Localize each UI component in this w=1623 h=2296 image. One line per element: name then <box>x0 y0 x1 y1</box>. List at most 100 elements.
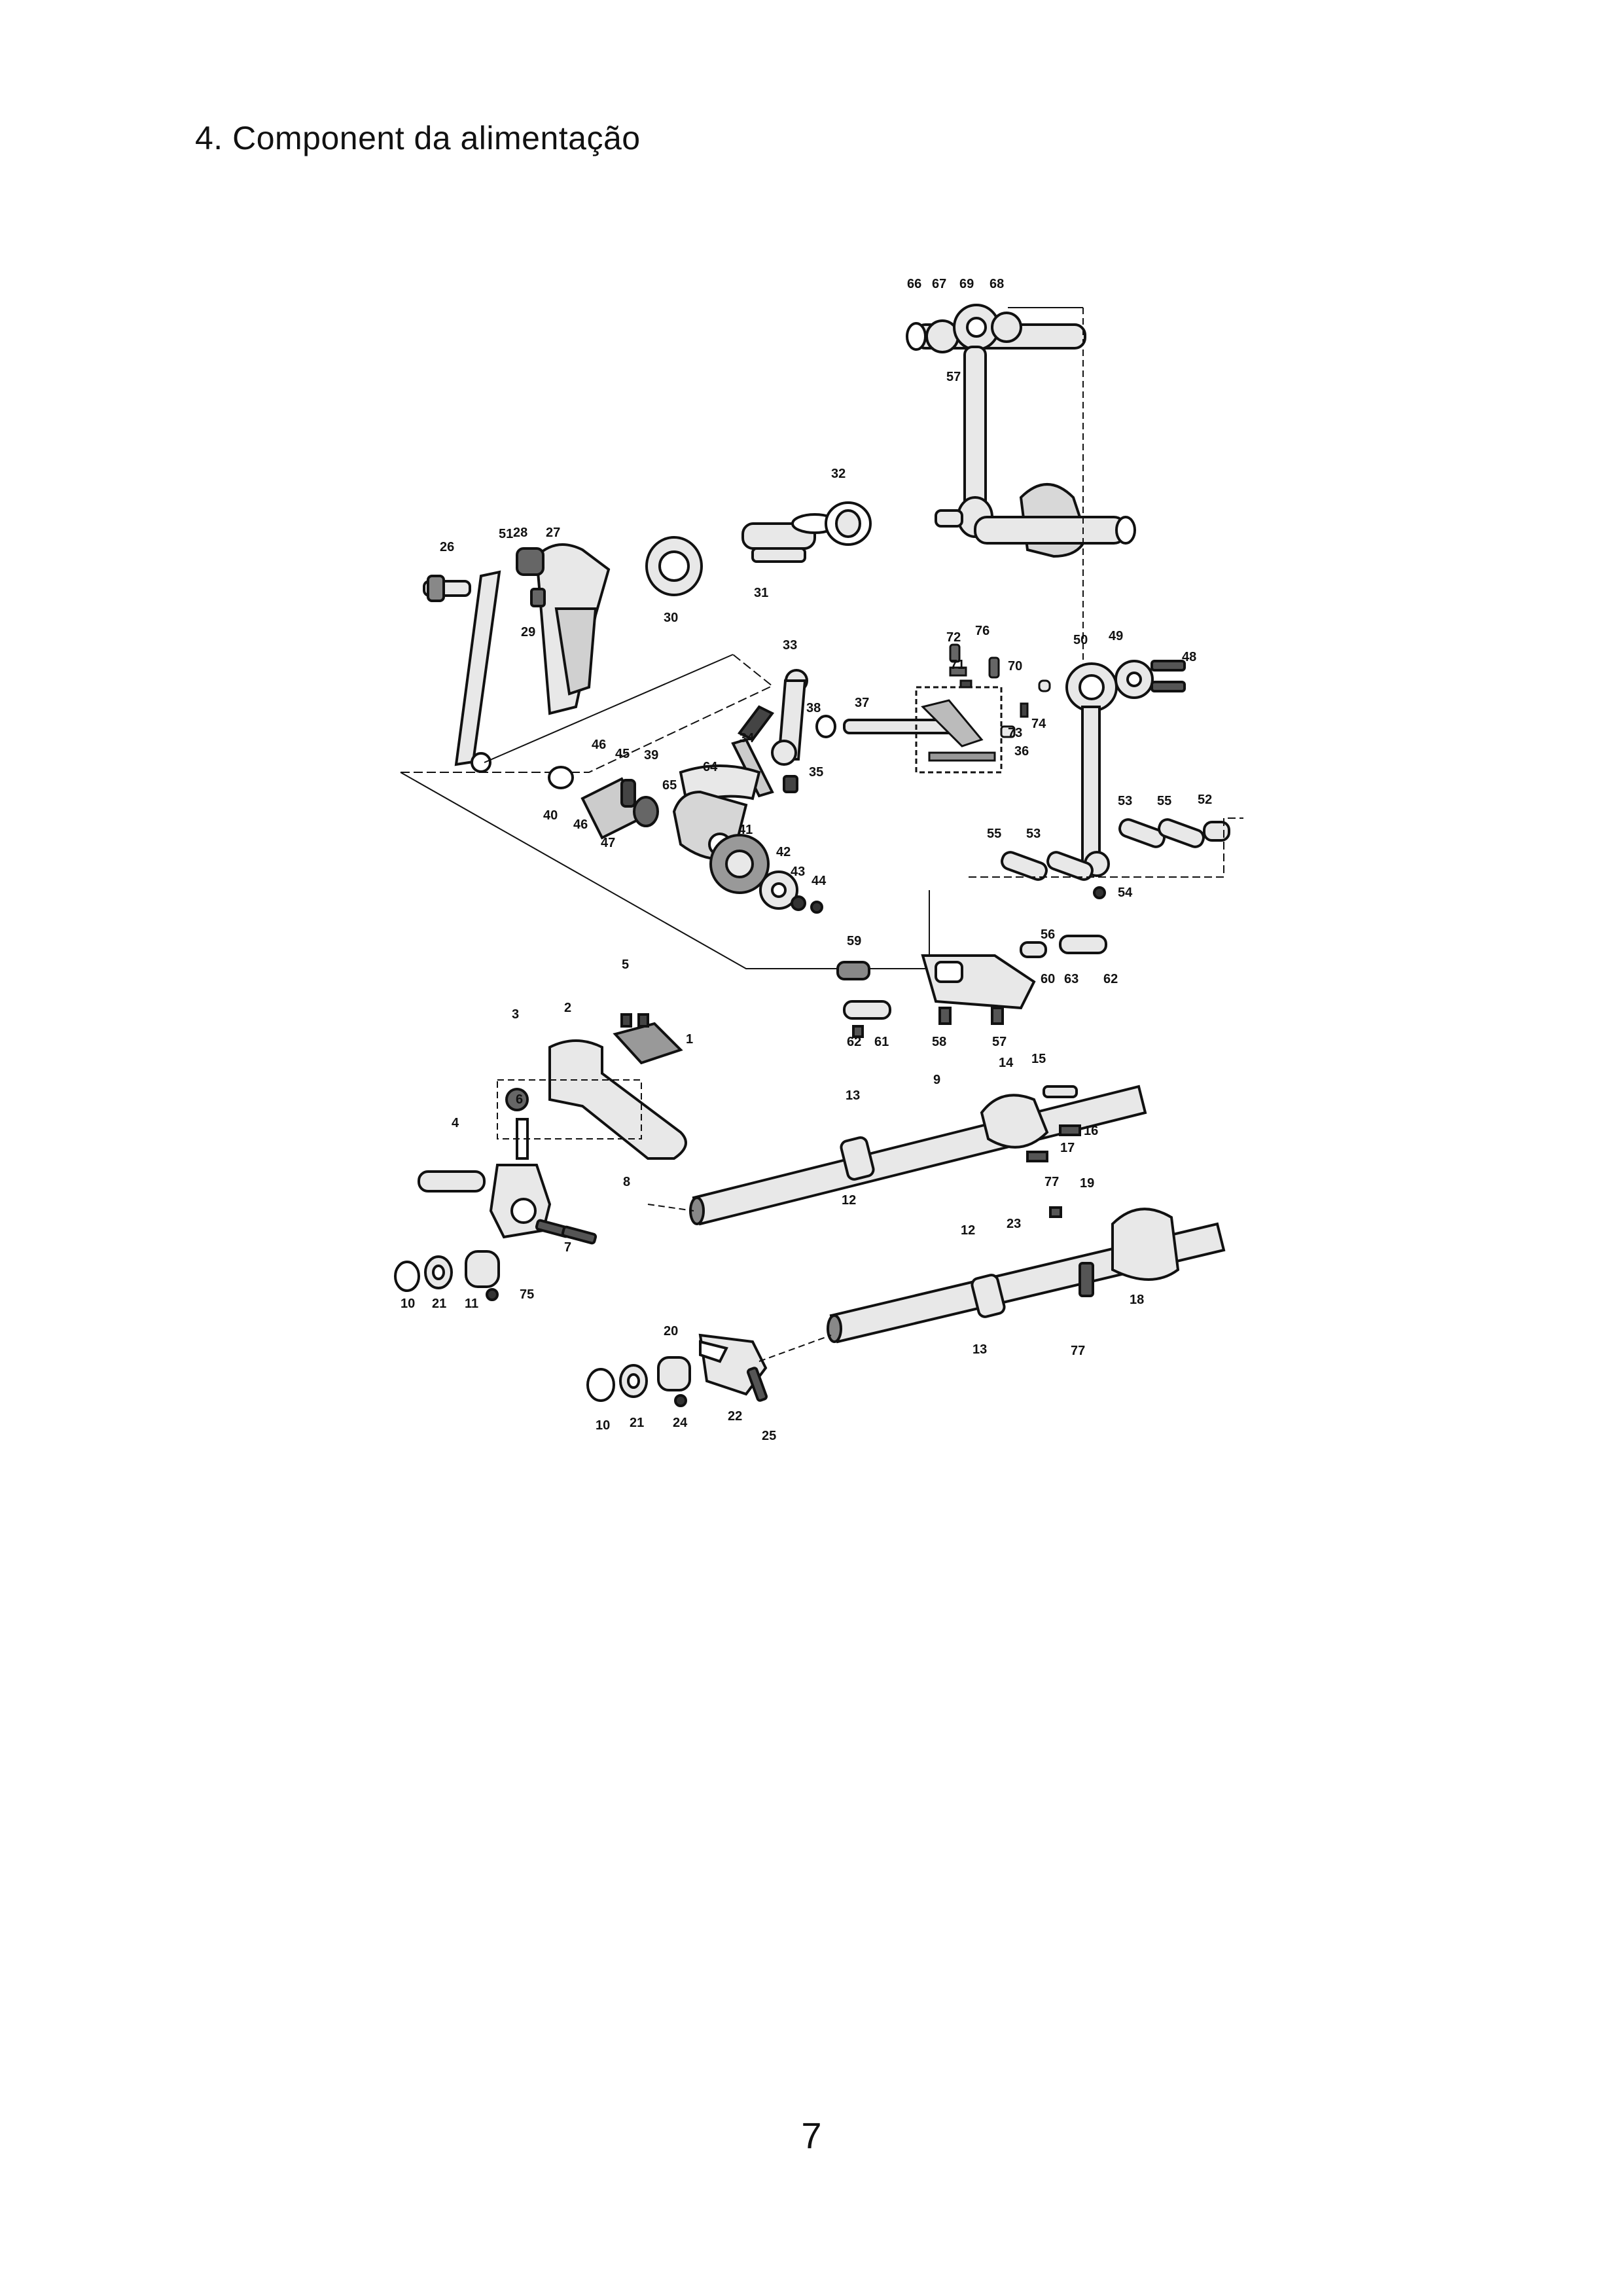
part-callout-69: 69 <box>959 277 974 291</box>
left-bushings <box>394 1250 500 1301</box>
part-callout-51: 51 <box>499 527 513 541</box>
part-callout-27: 27 <box>546 526 560 540</box>
part-callout-1: 1 <box>686 1032 693 1047</box>
part-callout-54: 54 <box>1118 886 1133 900</box>
part-callout-50: 50 <box>1073 633 1088 647</box>
part-callout-22: 22 <box>728 1409 742 1424</box>
part-callout-34: 34 <box>740 731 755 745</box>
part-callout-70: 70 <box>1008 659 1022 673</box>
part-callout-62: 62 <box>847 1035 861 1049</box>
part-callout-72: 72 <box>946 630 961 645</box>
part-callout-17: 17 <box>1060 1141 1075 1155</box>
part-callout-61: 61 <box>874 1035 889 1049</box>
part-callout-43: 43 <box>791 865 805 879</box>
part-callout-63: 63 <box>1064 972 1079 986</box>
part-callout-39: 39 <box>644 748 658 762</box>
part-callout-11: 11 <box>465 1297 478 1311</box>
part-callout-24: 24 <box>673 1416 688 1430</box>
part-callout-46: 46 <box>573 817 588 832</box>
part-callout-74: 74 <box>1031 717 1046 731</box>
part-callout-76: 76 <box>975 624 990 638</box>
part-callout-30: 30 <box>664 611 678 625</box>
part-callout-20: 20 <box>664 1324 678 1338</box>
part-callout-13: 13 <box>972 1342 987 1357</box>
page-number: 7 <box>801 2115 822 2156</box>
feed-rock-shaft <box>689 1085 1147 1226</box>
part-callout-38: 38 <box>806 701 821 715</box>
part-callout-3: 3 <box>512 1007 519 1022</box>
part-callout-12: 12 <box>842 1193 856 1208</box>
part-callout-7: 7 <box>564 1240 571 1255</box>
part-callout-55: 55 <box>1157 794 1171 808</box>
part-callout-77: 77 <box>1071 1344 1085 1358</box>
part-callout-5: 5 <box>622 958 629 972</box>
part-callout-28: 28 <box>513 526 527 540</box>
part-callout-53: 53 <box>1026 827 1041 841</box>
part-callout-52: 52 <box>1198 793 1212 807</box>
part-callout-21: 21 <box>630 1416 644 1430</box>
part-callout-53: 53 <box>1118 794 1132 808</box>
part-callout-66: 66 <box>907 277 921 291</box>
part-callout-12: 12 <box>961 1223 975 1238</box>
part-callout-57: 57 <box>946 370 961 384</box>
part-callout-46: 46 <box>592 738 606 752</box>
part-callout-16: 16 <box>1084 1124 1098 1138</box>
part-callout-48: 48 <box>1182 650 1196 664</box>
part-callout-36: 36 <box>1014 744 1029 759</box>
part-callout-68: 68 <box>990 277 1004 291</box>
part-callout-8: 8 <box>623 1175 630 1189</box>
part-callout-57: 57 <box>992 1035 1007 1049</box>
part-callout-37: 37 <box>855 696 869 710</box>
right-link-rod-group <box>1001 660 1230 899</box>
part-callout-10: 10 <box>401 1297 415 1311</box>
part-callout-29: 29 <box>521 625 535 639</box>
part-callout-33: 33 <box>783 638 797 653</box>
part-callout-23: 23 <box>1007 1217 1021 1231</box>
part-callout-60: 60 <box>1041 972 1055 986</box>
part-callout-31: 31 <box>754 586 768 600</box>
part-callout-9: 9 <box>933 1073 940 1087</box>
feed-dog-rocker-group <box>418 1013 687 1245</box>
part-callout-13: 13 <box>846 1088 860 1103</box>
part-callout-10: 10 <box>596 1418 610 1433</box>
feed-lever-assembly <box>423 501 872 773</box>
part-callout-42: 42 <box>776 845 791 859</box>
part-callout-2: 2 <box>564 1001 571 1015</box>
part-callout-67: 67 <box>932 277 946 291</box>
part-callout-59: 59 <box>847 934 861 948</box>
part-callout-75: 75 <box>520 1287 534 1302</box>
part-callout-55: 55 <box>987 827 1001 841</box>
section-title: 4. Component da alimentação <box>195 120 641 156</box>
part-callout-40: 40 <box>543 808 558 823</box>
part-callout-26: 26 <box>440 540 454 554</box>
part-callout-49: 49 <box>1109 629 1123 643</box>
feed-eccentric-group <box>548 669 957 914</box>
part-callout-14: 14 <box>999 1056 1014 1070</box>
part-callout-19: 19 <box>1080 1176 1094 1191</box>
part-callout-62: 62 <box>1103 972 1118 986</box>
part-callout-44: 44 <box>812 874 827 888</box>
part-callout-56: 56 <box>1041 927 1055 942</box>
part-callout-58: 58 <box>932 1035 946 1049</box>
part-callout-25: 25 <box>762 1429 776 1443</box>
feed-bar-group <box>836 935 1107 1038</box>
part-callout-32: 32 <box>831 467 846 481</box>
part-callout-64: 64 <box>703 760 718 774</box>
part-callout-35: 35 <box>809 765 823 780</box>
lift-rock-shaft <box>827 1206 1226 1344</box>
lift-crank-group <box>586 1333 768 1407</box>
part-callout-73: 73 <box>1008 726 1022 740</box>
part-callout-18: 18 <box>1130 1293 1144 1307</box>
part-callout-15: 15 <box>1031 1052 1046 1066</box>
part-callout-41: 41 <box>738 823 753 837</box>
part-callout-4: 4 <box>452 1116 459 1130</box>
stitch-regulator-group <box>915 643 1051 774</box>
part-callout-21: 21 <box>432 1297 446 1311</box>
part-callout-65: 65 <box>662 778 677 793</box>
upper-crank-assembly <box>906 304 1136 558</box>
part-callout-77: 77 <box>1044 1175 1059 1189</box>
part-callout-45: 45 <box>615 747 630 761</box>
